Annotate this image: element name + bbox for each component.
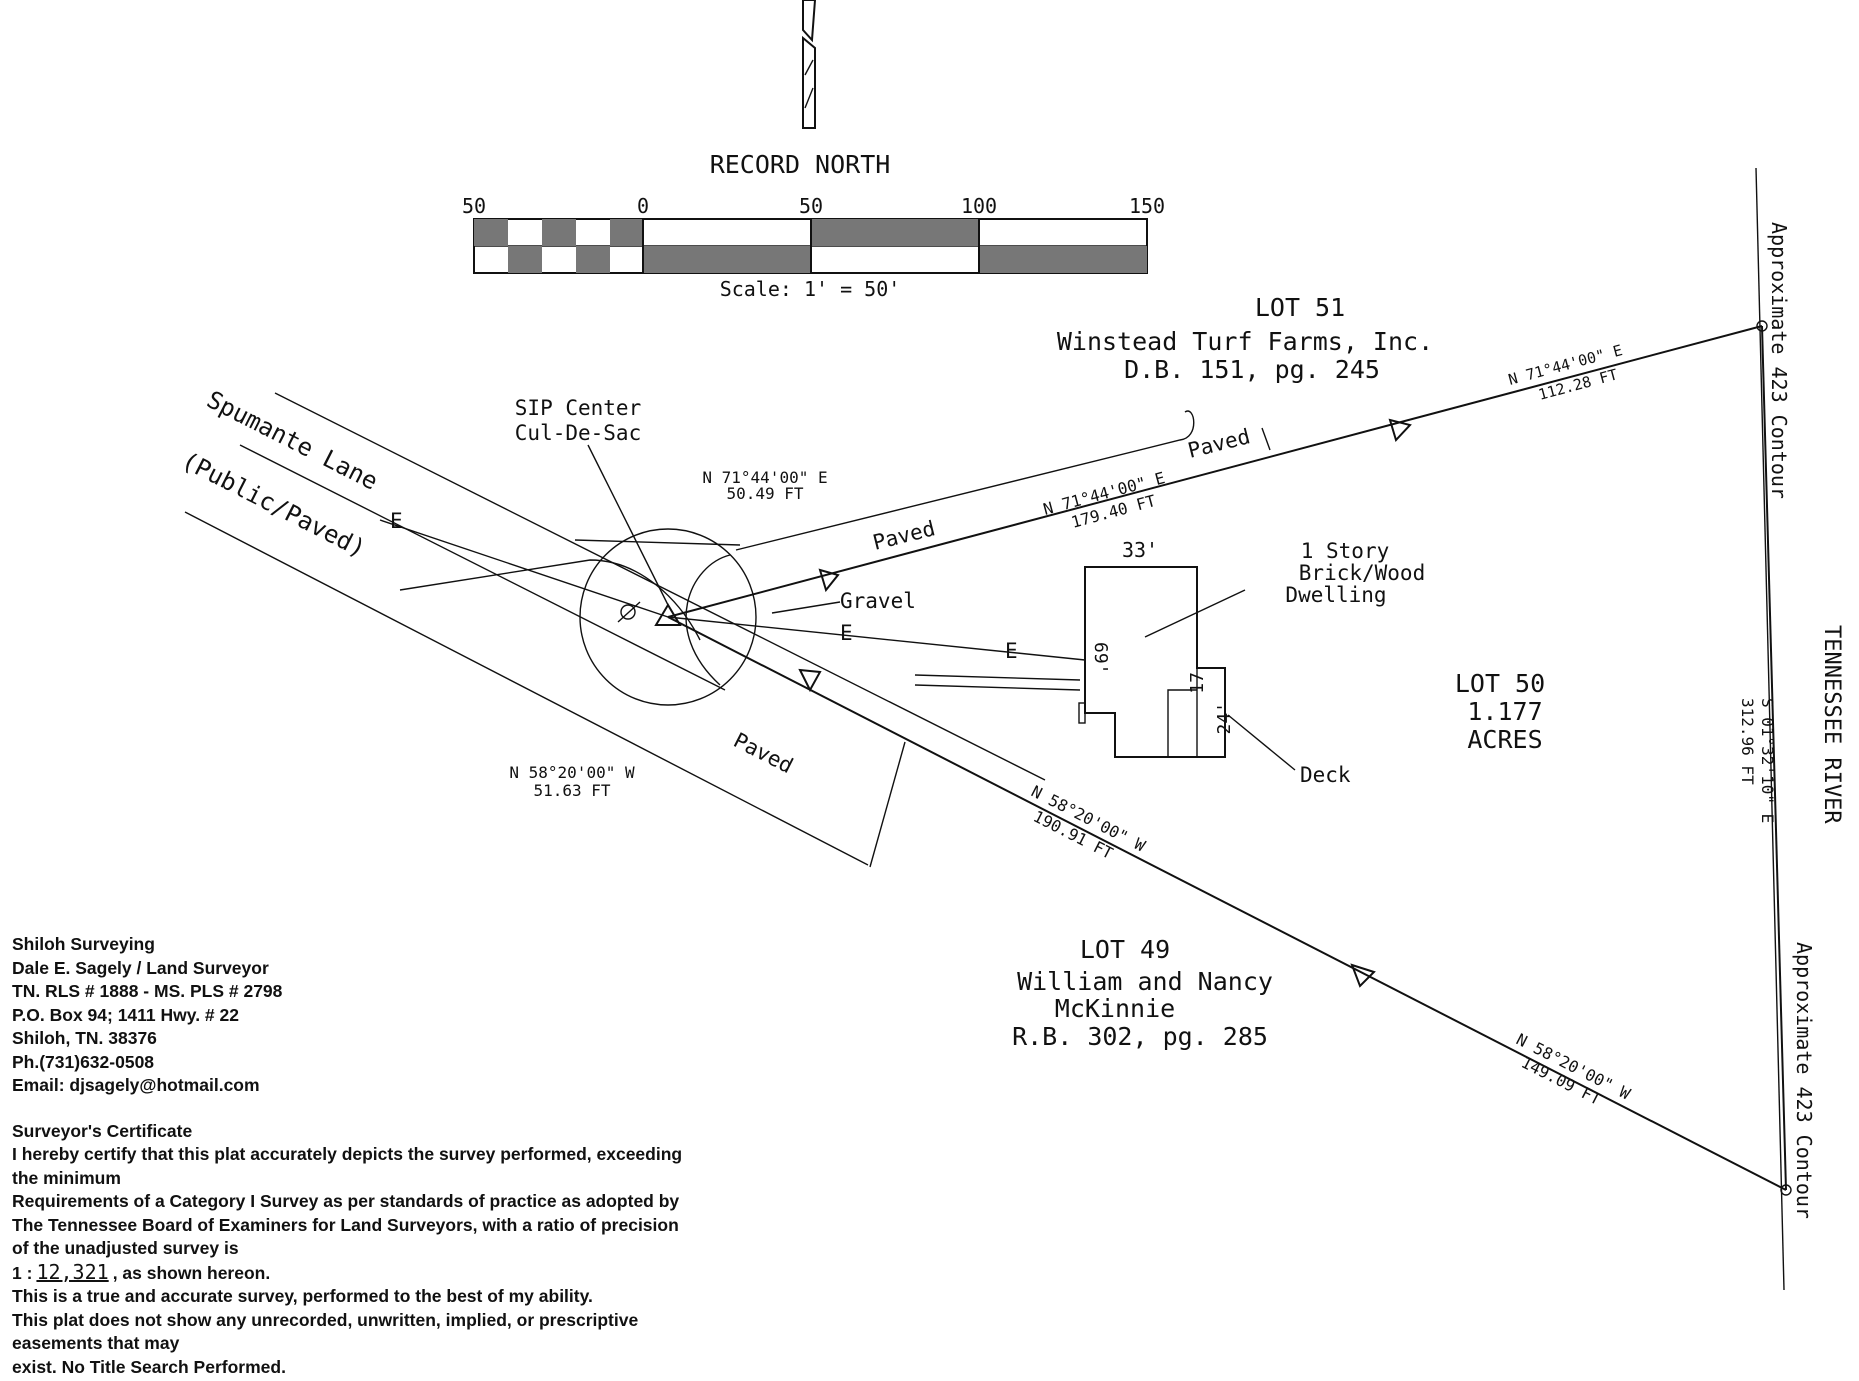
dwelling-width: 33' [1122,538,1158,562]
electric-marker: E [390,509,403,533]
electric-marker: E [1005,639,1018,663]
surveyor-city: Shiloh, TN. 38376 [12,1028,157,1048]
certificate-text: I hereby certify that this plat accurate… [12,1144,683,1164]
cul-de-sac-label-2: Cul-De-Sac [515,421,641,445]
certificate-text: easements that may [12,1333,180,1353]
ratio-value: 12,321 [36,1259,109,1284]
surveyor-company: Shiloh Surveying [12,934,155,954]
deck-width: 17 [1187,672,1208,694]
lot-51-owner: Winstead Turf Farms, Inc. [1057,327,1433,356]
property-boundary [667,167,1787,1291]
gravel-label: Gravel [840,589,916,613]
record-north-label: RECORD NORTH [710,150,891,179]
paved-label: Paved [870,516,937,555]
precision-ratio: 1 :12,321, as shown hereon. [12,1259,872,1286]
spumante-lane-road [184,392,1195,868]
surveyor-license: TN. RLS # 1888 - MS. PLS # 2798 [12,981,283,1001]
survey-marker-icon [617,320,1792,1196]
lot-49-owner-2: McKinnie [1055,994,1175,1023]
dwelling-depth: 69' [1090,642,1111,675]
call-distance: 50.49 FT [726,484,803,503]
dwelling-label-2: Brick/Wood [1299,561,1425,585]
deck-depth: 24' [1214,702,1235,735]
scale-tick-label: 0 [637,194,649,218]
scale-bar [473,218,1148,274]
lot-50-title: LOT 50 [1455,669,1545,698]
certificate-text: exist. No Title Search Performed. [12,1356,286,1377]
certificate-text: This plat does not show any unrecorded, … [12,1309,639,1330]
call-bearing: N 58°20'00" W [509,763,635,782]
call-bearing: S 01°32'10" E [1758,698,1777,823]
certificate-title: Surveyor's Certificate [12,1120,193,1141]
contour-label: Approximate 423 Contour [1792,942,1816,1219]
surveyor-info: Shiloh Surveying Dale E. Sagely / Land S… [12,933,872,1379]
paved-label: Paved [1185,424,1252,463]
scale-caption: Scale: 1' = 50' [720,277,901,301]
north-arrow-icon [802,0,817,129]
scale-tick-label: 100 [961,194,997,218]
call-distance: 312.96 FT [1738,698,1757,785]
scale-tick-label: 50 [799,194,823,218]
dwelling-label: 1 Story [1301,539,1390,563]
lot-50-area: 1.177 [1467,697,1542,726]
deck-label: Deck [1300,763,1351,787]
contour-label: Approximate 423 Contour [1767,222,1791,499]
surveyor-name: Dale E. Sagely / Land Surveyor [12,957,269,978]
certificate-text: This is a true and accurate survey, perf… [12,1286,593,1306]
call-bearing: N 71°44'00" E [702,468,827,487]
surveyor-address: P.O. Box 94; 1411 Hwy. # 22 [12,1004,239,1025]
surveyor-phone: Ph.(731)632-0508 [12,1051,155,1072]
paved-label: Paved [730,728,797,778]
ratio-prefix: 1 : [12,1262,33,1283]
lot-49-owner: William and Nancy [1017,967,1273,996]
lot-49-deed: R.B. 302, pg. 285 [1012,1022,1268,1051]
certificate-text: The Tennessee Board of Examiners for Lan… [12,1214,679,1235]
lot-50-units: ACRES [1467,725,1542,754]
call-distance: 51.63 FT [533,781,610,800]
lot-51-deed: D.B. 151, pg. 245 [1124,355,1380,384]
river-label: TENNESSEE RIVER [1819,625,1844,824]
scale-tick-label: 50 [462,194,486,218]
dwelling-label-3: Dwelling [1285,583,1386,607]
cul-de-sac-leader [587,444,669,606]
surveyor-email: Email: djsagely@hotmail.com [12,1075,260,1095]
electric-marker: E [840,621,853,645]
certificate-text: Requirements of a Category I Survey as p… [12,1191,680,1211]
lot-49-title: LOT 49 [1080,935,1170,964]
cul-de-sac-label: SIP Center [515,396,641,420]
scale-tick-label: 150 [1129,194,1165,218]
ratio-suffix: , as shown hereon. [112,1262,271,1283]
certificate-text: of the unadjusted survey is [12,1238,239,1258]
gravel-leader [771,601,841,614]
lot-51-title: LOT 51 [1255,293,1345,322]
certificate-text: the minimum [12,1167,121,1188]
dwelling-outline [1078,566,1296,771]
electric-line [379,427,1271,661]
